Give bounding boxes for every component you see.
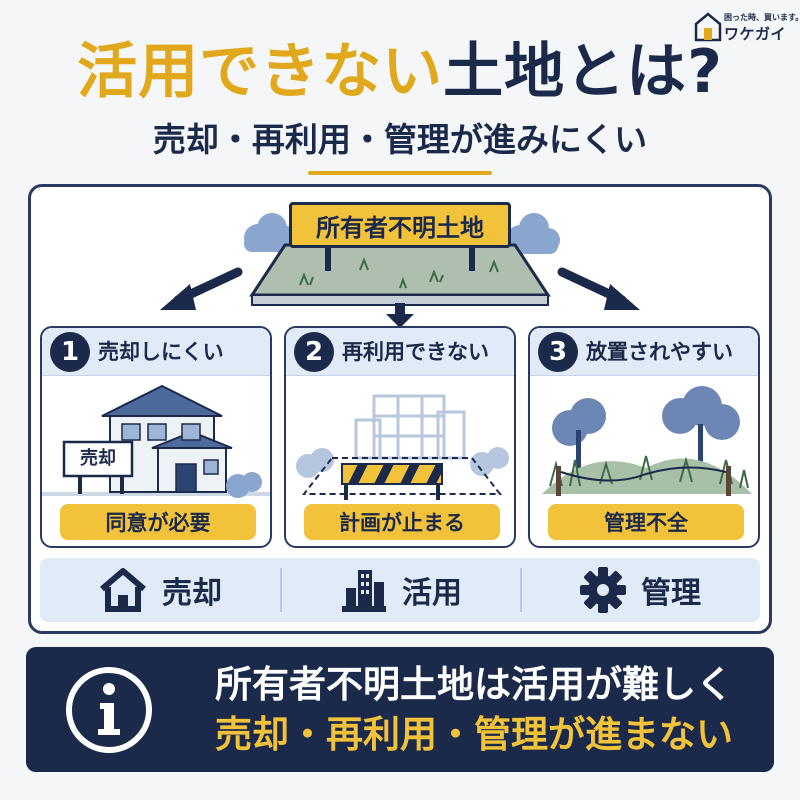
card-difficult-to-sell: 1 売却しにくい 売却 同意が必要 <box>40 326 272 548</box>
gear-icon <box>580 567 626 613</box>
page-subtitle: 売却・再利用・管理が進みにくい <box>152 120 648 159</box>
card-easily-neglected: 3 放置されやすい 管理不全 <box>528 326 760 548</box>
card-tag: 同意が必要 <box>60 504 256 540</box>
barrier-illustration <box>296 394 509 500</box>
page-title: 活用できない土地とは? <box>0 36 800 108</box>
brand-logo: 困った時、買います。 ワケガイ <box>693 8 800 44</box>
card-tag: 管理不全 <box>548 504 744 540</box>
arrow-left <box>160 267 243 310</box>
category-use: 活用 <box>280 558 520 622</box>
card-header: 3 放置されやすい <box>530 328 758 376</box>
card-header: 2 再利用できない <box>286 328 514 376</box>
card-number: 2 <box>294 332 334 372</box>
card-number: 1 <box>50 332 90 372</box>
summary-banner: 所有者不明土地は活用が難しく 売却・再利用・管理が進まない <box>26 647 774 772</box>
category-label: 売却 <box>162 576 222 611</box>
sale-sign-text: 売却 <box>80 448 116 469</box>
title-rest: 土地とは? <box>443 37 723 107</box>
category-sell: 売却 <box>40 558 280 622</box>
strip-divider <box>520 568 522 612</box>
banner-line-2: 売却・再利用・管理が進まない <box>215 713 733 756</box>
arrow-down <box>386 303 414 328</box>
logo-tagline: 困った時、買います。 <box>724 13 800 22</box>
banner-line-1: 所有者不明土地は活用が難しく <box>215 663 733 706</box>
unknown-owner-sign: 所有者不明土地 <box>289 202 511 248</box>
arrow-right <box>557 267 640 310</box>
sign-post-right <box>469 245 475 271</box>
info-icon <box>66 667 152 753</box>
logo-brand: ワケガイ <box>724 25 787 43</box>
category-strip: 売却 活用 管理 <box>40 558 760 622</box>
sign-post-left <box>325 245 331 271</box>
title-highlight: 活用できない <box>77 37 444 107</box>
category-label: 管理 <box>641 576 701 611</box>
land-plot-edge <box>251 294 549 306</box>
card-tag: 計画が止まる <box>304 504 500 540</box>
strip-divider <box>280 568 282 612</box>
card-cannot-reuse: 2 再利用できない 計画が止まる <box>284 326 516 548</box>
card-number: 3 <box>538 332 578 372</box>
house-illustration <box>42 384 270 498</box>
overgrown-land-illustration <box>542 386 752 496</box>
card-label: 再利用できない <box>342 340 489 364</box>
card-label: 放置されやすい <box>586 340 733 364</box>
subtitle-underline <box>308 171 492 175</box>
grass-tufts <box>299 257 499 289</box>
card-header: 1 売却しにくい <box>42 328 270 376</box>
home-icon <box>100 568 146 612</box>
category-label: 活用 <box>402 576 462 611</box>
house-logo-icon <box>694 12 722 42</box>
category-manage: 管理 <box>520 558 760 622</box>
building-icon <box>342 570 386 612</box>
card-label: 売却しにくい <box>98 340 224 364</box>
